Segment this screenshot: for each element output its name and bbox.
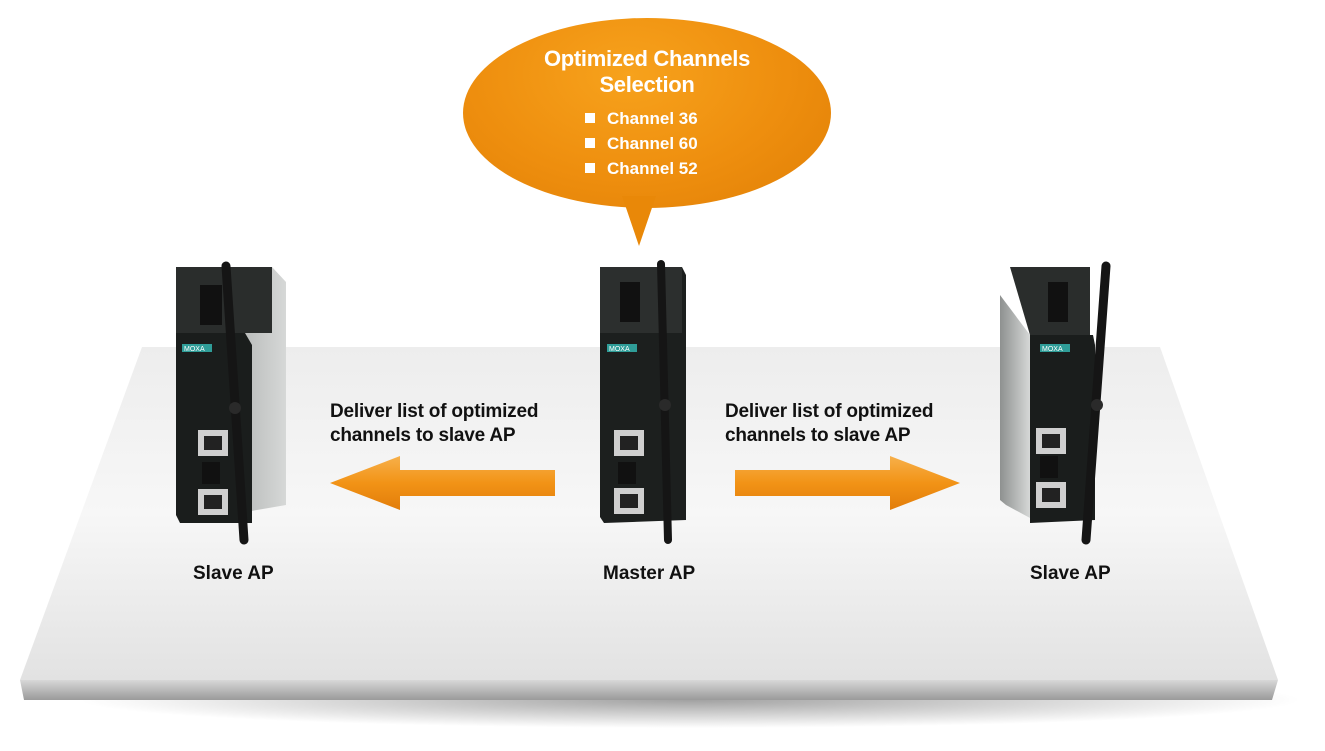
message-line: Deliver list of optimized — [330, 401, 539, 422]
message-line: channels to slave AP — [725, 425, 911, 446]
bullet-square-icon — [585, 138, 595, 148]
bubble-tail — [622, 196, 656, 246]
channel-item: Channel 60 — [585, 131, 698, 156]
bullet-square-icon — [585, 163, 595, 173]
message-line: Deliver list of optimized — [725, 401, 934, 422]
channel-selection-bubble — [463, 18, 831, 208]
bubble-title: Optimized Channels Selection — [470, 46, 824, 98]
channel-item: Channel 36 — [585, 106, 698, 131]
channel-label: Channel 52 — [607, 159, 698, 178]
device-brand-text: MOXA — [1042, 346, 1063, 353]
slave-ap-left-label: Slave AP — [193, 563, 274, 584]
deliver-message-left: Deliver list of optimized channels to sl… — [330, 400, 538, 448]
device-brand-text: MOXA — [609, 346, 630, 353]
bubble-title-line1: Optimized Channels — [543, 46, 751, 71]
channel-item: Channel 52 — [585, 156, 698, 181]
device-brand-text: MOXA — [184, 346, 205, 353]
channel-label: Channel 36 — [607, 109, 698, 128]
master-ap-device — [600, 260, 686, 544]
slave-ap-right-device — [1000, 261, 1111, 545]
arrow-left — [330, 456, 555, 510]
bubble-title-line2: Selection — [599, 72, 695, 97]
bullet-square-icon — [585, 113, 595, 123]
message-line: channels to slave AP — [330, 425, 516, 446]
channel-label: Channel 60 — [607, 134, 698, 153]
deliver-message-right: Deliver list of optimized channels to sl… — [725, 400, 933, 448]
channel-list: Channel 36 Channel 60 Channel 52 — [585, 106, 698, 181]
master-ap-label: Master AP — [603, 563, 696, 584]
slave-ap-left-device — [176, 261, 286, 545]
arrow-right — [735, 456, 960, 510]
slave-ap-right-label: Slave AP — [1030, 563, 1111, 584]
